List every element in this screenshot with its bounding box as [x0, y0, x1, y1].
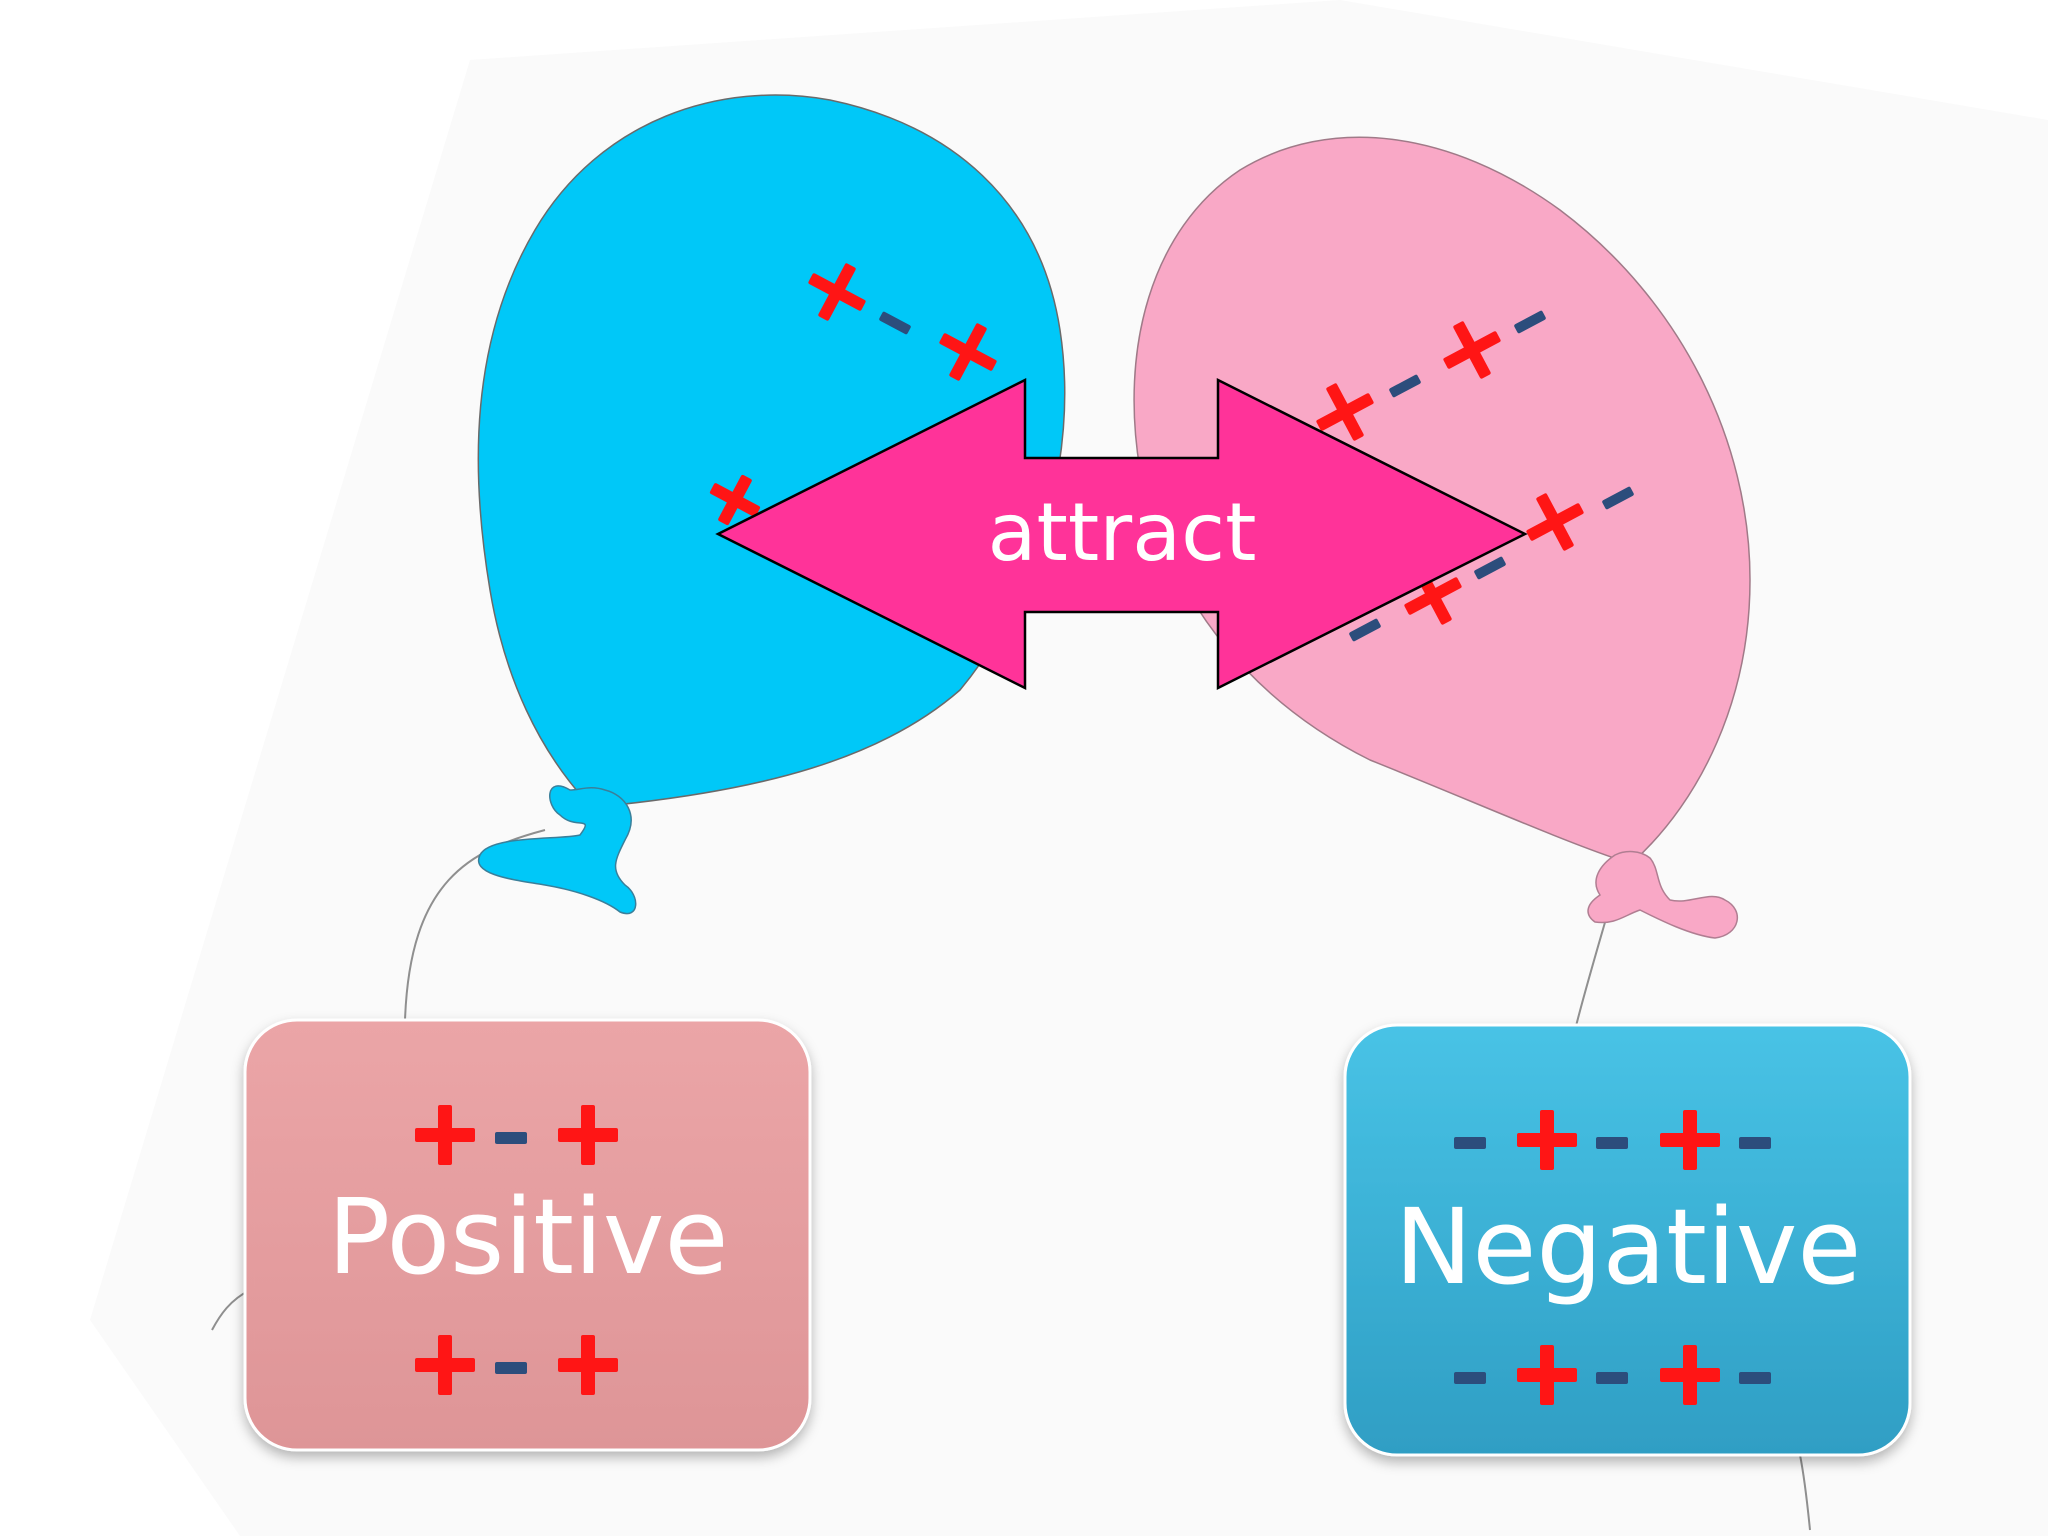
plus-charge	[558, 1105, 618, 1165]
plus-charge	[1517, 1110, 1577, 1170]
minus-charge	[1514, 310, 1546, 334]
positive-top-charges	[415, 1105, 618, 1165]
plus-charge	[1517, 1345, 1577, 1405]
minus-charge	[1454, 1372, 1486, 1384]
minus-charge	[1454, 1137, 1486, 1149]
minus-charge	[879, 311, 911, 335]
negative-top-charges	[1454, 1110, 1771, 1170]
minus-charge	[1596, 1137, 1628, 1149]
plus-charge	[415, 1335, 475, 1395]
positive-label: Positive	[328, 1176, 729, 1298]
arrow-label: attract	[987, 486, 1256, 579]
minus-charge	[1739, 1372, 1771, 1384]
double-arrow-shape	[715, 377, 1528, 691]
minus-charge	[1474, 556, 1506, 580]
left-balloon-knot	[477, 785, 637, 915]
attract-arrow: attract	[715, 377, 1528, 691]
positive-bottom-charges	[415, 1335, 618, 1395]
negative-box-background	[1343, 1023, 1912, 1457]
positive-box: Positive	[243, 1018, 812, 1452]
plus-charge	[808, 263, 866, 321]
minus-charge	[495, 1362, 527, 1374]
plus-charge	[1443, 321, 1501, 379]
plus-charge	[415, 1105, 475, 1165]
negative-box: Negative	[1343, 1023, 1912, 1457]
left-balloon-charges	[709, 263, 997, 526]
minus-charge	[1349, 618, 1381, 642]
positive-box-background	[243, 1018, 812, 1452]
plus-charge	[1526, 493, 1584, 551]
plus-charge	[1316, 383, 1374, 441]
right-balloon-knot	[1587, 850, 1739, 939]
plus-charge	[709, 474, 761, 526]
plus-charge	[1660, 1110, 1720, 1170]
plus-charge	[558, 1335, 618, 1395]
negative-bottom-charges	[1454, 1345, 1771, 1405]
plus-charge	[1660, 1345, 1720, 1405]
left-balloon-string	[404, 829, 546, 1021]
negative-label: Negative	[1395, 1186, 1862, 1308]
minus-charge	[1739, 1137, 1771, 1149]
right-balloon-string-tail	[1799, 1454, 1811, 1531]
minus-charge	[1602, 486, 1634, 510]
minus-charge	[495, 1132, 527, 1144]
minus-charge	[1596, 1372, 1628, 1384]
minus-charge	[1389, 374, 1421, 398]
plus-charge	[939, 323, 997, 381]
